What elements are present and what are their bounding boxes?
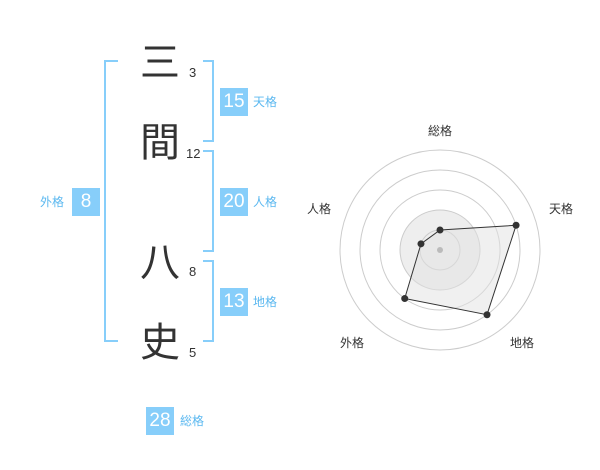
stroke-count-2: 12 [186, 146, 201, 161]
radar-point-tenkaku [512, 221, 520, 229]
radar-center-dot [437, 247, 443, 253]
stroke-count-1: 3 [189, 65, 197, 80]
jinkaku-bracket [203, 150, 214, 252]
name-char-1: 三 [140, 40, 180, 86]
stroke-count-4: 5 [189, 345, 197, 360]
gaikaku-label: 外格 [40, 195, 65, 209]
radar-score-polygon [404, 224, 517, 316]
radar-point-jinkaku [417, 240, 425, 248]
name-char-3: 八 [140, 240, 180, 286]
name-char-2: 間 [140, 120, 180, 166]
radar-point-soukaku [436, 226, 444, 234]
radar-point-chikaku [483, 311, 491, 319]
gaikaku-value: 8 [72, 188, 100, 216]
gaikaku-bracket [104, 60, 118, 342]
radar-label-soukaku: 総格 [428, 124, 453, 138]
chikaku-label: 地格 [253, 295, 278, 309]
tenkaku-value: 15 [220, 88, 248, 116]
name-char-4: 史 [140, 320, 180, 366]
radar-label-tenkaku: 天格 [549, 202, 574, 216]
chikaku-bracket [203, 260, 214, 342]
jinkaku-label: 人格 [253, 195, 278, 209]
jinkaku-value: 20 [220, 188, 248, 216]
tenkaku-label: 天格 [253, 95, 278, 109]
radar-label-gaikaku: 外格 [340, 336, 365, 350]
radar-point-gaikaku [401, 295, 409, 303]
chikaku-value: 13 [220, 288, 248, 316]
tenkaku-bracket [203, 60, 214, 142]
radar-label-chikaku: 地格 [510, 336, 535, 350]
soukaku-label: 総格 [180, 414, 205, 428]
radar-label-jinkaku: 人格 [307, 202, 332, 216]
soukaku-value: 28 [146, 407, 174, 435]
stroke-count-3: 8 [189, 264, 197, 279]
